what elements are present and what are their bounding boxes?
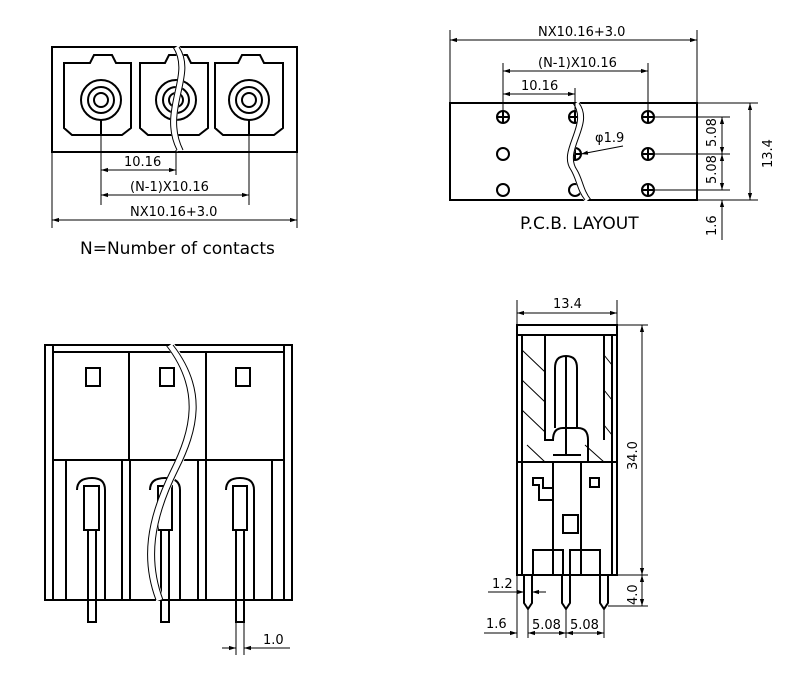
side-width-label: 13.4 — [553, 297, 582, 312]
pcb-row-1-label: 5.08 — [705, 118, 720, 147]
side-view: 13.4 34.0 4.0 1.2 1.6 5.08 5.08 — [484, 297, 648, 638]
pin-thickness-label: 1.2 — [492, 577, 513, 592]
pcb-row-2-label: 5.08 — [705, 155, 720, 184]
latch-window — [532, 477, 554, 501]
window-1 — [85, 367, 101, 387]
pins — [76, 476, 255, 623]
pcb-holes — [496, 110, 655, 197]
pcb-dim-pitch-label: 10.16 — [521, 79, 558, 94]
front-housing — [51, 46, 298, 153]
side-height-label: 34.0 — [626, 441, 641, 470]
pcb-dim-total-label: NX10.16+3.0 — [538, 25, 625, 40]
break-line — [566, 102, 592, 201]
window-3 — [235, 367, 251, 387]
pitch-2-label: 5.08 — [570, 618, 599, 633]
pcb-dim-span-label: (N-1)X10.16 — [538, 56, 617, 71]
edge-offset-label: 1.6 — [486, 617, 507, 632]
front-view: 10.16 (N-1)X10.16 NX10.16+3.0 N=Number o… — [51, 45, 298, 259]
window-2 — [159, 367, 175, 387]
pcb-depth-label: 13.4 — [761, 139, 776, 168]
small-window — [589, 477, 600, 488]
dim-pitch-label: 10.16 — [124, 155, 161, 170]
pitch-1-label: 5.08 — [532, 618, 561, 633]
terminal-1 — [63, 54, 132, 136]
break-line — [147, 344, 197, 601]
terminal-3 — [214, 54, 284, 136]
center-window — [562, 514, 579, 534]
pcb-offset-label: 1.6 — [705, 215, 720, 236]
break-line — [170, 46, 186, 151]
dim-span-label: (N-1)X10.16 — [130, 180, 209, 195]
top-view: 1.0 — [44, 342, 293, 655]
dim-total-label: NX10.16+3.0 — [130, 205, 217, 220]
side-housing — [516, 324, 618, 576]
pcb-layout-title: P.C.B. LAYOUT — [520, 214, 639, 234]
pin-length-label: 4.0 — [626, 584, 641, 605]
pin-width-label: 1.0 — [263, 633, 284, 648]
contacts-note: N=Number of contacts — [80, 239, 275, 259]
hole-diameter-label: φ1.9 — [595, 131, 624, 146]
pcb-layout: NX10.16+3.0 (N-1)X10.16 10.16 φ1.9 5.08 … — [449, 25, 776, 240]
